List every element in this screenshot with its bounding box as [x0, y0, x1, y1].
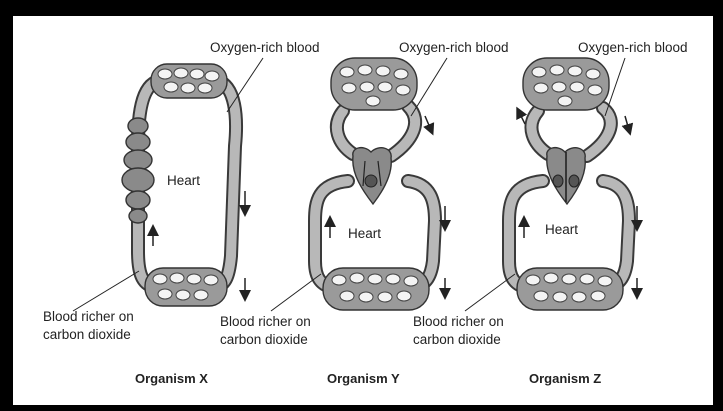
bottom-label-z-line1: Blood richer on: [413, 314, 504, 329]
top-label-x: Oxygen-rich blood: [210, 40, 320, 55]
heart-x: [122, 118, 154, 223]
title-y: Organism Y: [327, 371, 400, 386]
capillary-bottom-z: [517, 268, 623, 310]
bottom-label-y-line2: carbon dioxide: [220, 332, 308, 347]
heart-y: [353, 148, 391, 204]
capillary-bottom-x: [145, 268, 227, 306]
leader-bottom-y: [271, 274, 321, 311]
circulation-diagram: Oxygen-rich blood Heart Blood richer on …: [13, 16, 713, 405]
capillary-top-y: [331, 58, 417, 110]
bottom-label-y-line1: Blood richer on: [220, 314, 311, 329]
heart-label-x: Heart: [167, 173, 200, 188]
title-x: Organism X: [135, 371, 208, 386]
organism-z: Oxygen-rich blood Heart Blood richer on …: [413, 40, 688, 386]
leader-bottom-z: [465, 274, 515, 311]
flow-arrow-top-left-z: [519, 112, 525, 124]
flow-arrow-down-y-1: [425, 116, 431, 130]
capillary-top-x: [151, 64, 227, 98]
heart-label-z: Heart: [545, 222, 578, 237]
capillary-top-z: [523, 58, 609, 110]
diagram-frame: Oxygen-rich blood Heart Blood richer on …: [13, 16, 713, 405]
top-label-z: Oxygen-rich blood: [578, 40, 688, 55]
bottom-label-z-line2: carbon dioxide: [413, 332, 501, 347]
capillary-bottom-y: [323, 268, 429, 310]
heart-label-y: Heart: [348, 226, 381, 241]
title-z: Organism Z: [529, 371, 601, 386]
flow-arrow-down-z-1: [625, 116, 629, 130]
bottom-label-x-line1: Blood richer on: [43, 309, 134, 324]
top-label-y: Oxygen-rich blood: [399, 40, 509, 55]
leader-bottom-x: [73, 271, 139, 311]
heart-z: [547, 148, 585, 204]
bottom-label-x-line2: carbon dioxide: [43, 327, 131, 342]
